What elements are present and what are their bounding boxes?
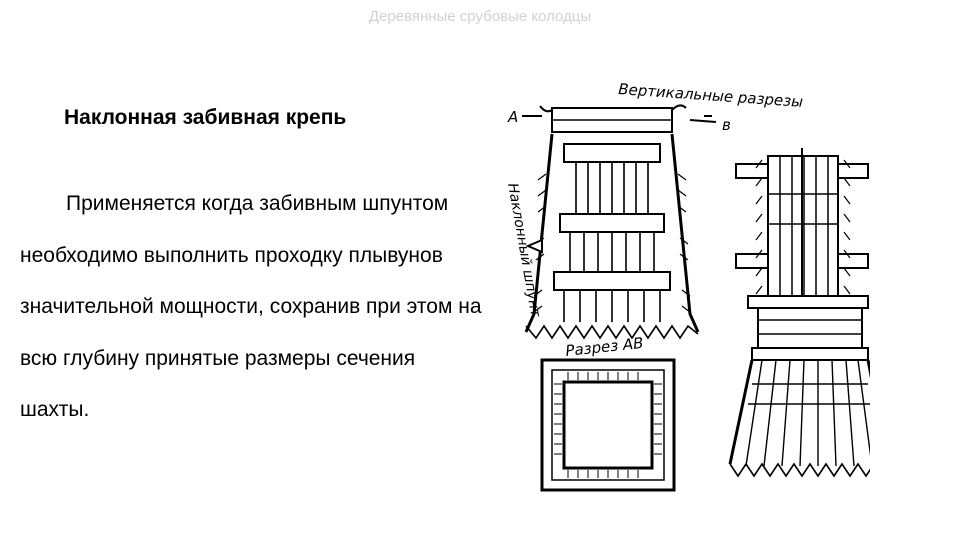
slide-paragraph: Применяется когда забивным шпунтом необх… [20,178,490,436]
slide-heading: Наклонная забивная крепь [64,106,347,129]
inclined-sheet-pile-section [524,104,700,340]
label-b: в [722,116,731,134]
well-lining-drawing: Вертикальные разрезы А в Наклонный шпунт… [490,64,870,504]
vertical-section-log-shaft [728,148,870,478]
technical-drawing-svg: Вертикальные разрезы А в Наклонный шпунт… [504,80,870,492]
section-line-ab [522,115,717,123]
paragraph-text: Применяется когда забивным шпунтом необх… [20,192,482,421]
label-vertical-sections: Вертикальные разрезы [618,80,804,111]
plan-section-ab [540,358,676,492]
slide-header-title: Деревянные срубовые колодцы [368,8,592,25]
label-a: А [507,108,518,126]
